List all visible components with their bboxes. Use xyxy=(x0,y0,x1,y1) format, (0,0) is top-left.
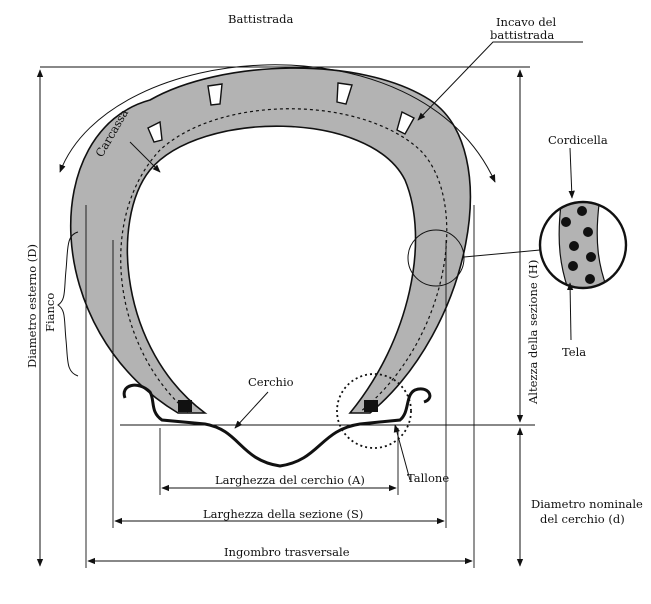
label-tread: Battistrada xyxy=(228,12,293,26)
sidewall-zoom-circle xyxy=(407,229,465,287)
label-tread-groove-1: Incavo del xyxy=(496,15,556,29)
leader-tread-groove xyxy=(417,41,583,121)
sidewall-brace xyxy=(57,231,79,377)
rim-profile xyxy=(122,383,432,468)
label-rim-width: Larghezza del cerchio (A) xyxy=(215,473,365,487)
cord-dot xyxy=(569,241,579,251)
label-bead: Tallone xyxy=(407,471,449,485)
leader-carcass xyxy=(129,141,161,173)
tread-grooves xyxy=(147,82,415,143)
label-tread-groove-2: battistrada xyxy=(490,28,554,42)
leader-bead xyxy=(393,424,411,481)
leader-rim xyxy=(234,391,269,429)
zoom-connector xyxy=(463,249,541,258)
cord-dot xyxy=(586,252,596,262)
cord-dot xyxy=(583,227,593,237)
label-ply: Tela xyxy=(562,345,586,359)
leader-ply xyxy=(566,282,574,341)
label-section-width: Larghezza della sezione (S) xyxy=(203,507,363,521)
bead-core-right xyxy=(364,400,378,412)
label-cord: Cordicella xyxy=(548,133,608,147)
label-overall-width: Ingombro trasversale xyxy=(224,545,350,559)
label-outer-diameter: Diametro esterno (D) xyxy=(25,244,39,368)
bead-core-left xyxy=(178,400,192,412)
carcass-line xyxy=(120,108,448,413)
label-section-height: Altezza della sezione (H) xyxy=(526,260,540,405)
label-sidewall: Fianco xyxy=(43,293,57,332)
cord-dot xyxy=(585,274,595,284)
label-rim: Cerchio xyxy=(248,375,294,389)
cord-dot xyxy=(577,206,587,216)
label-rim-nominal-1: Diametro nominale xyxy=(531,497,643,511)
bead-highlight-circle xyxy=(336,373,412,449)
leader-cord xyxy=(568,147,575,199)
cord-dot xyxy=(561,217,571,227)
tread-arc-arrow xyxy=(59,64,496,183)
cord-dot xyxy=(568,261,578,271)
label-rim-nominal-2: del cerchio (d) xyxy=(540,512,625,526)
cord-ply-detail xyxy=(538,200,628,290)
